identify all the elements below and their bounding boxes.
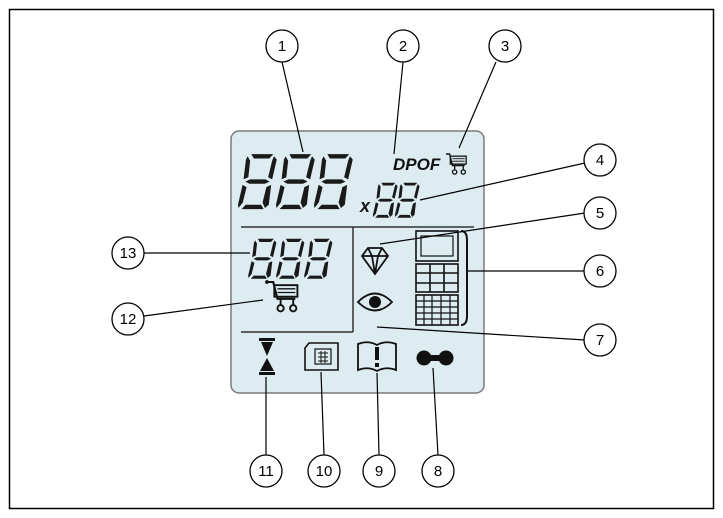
leader-9 <box>376 372 380 456</box>
callout-13-label: 13 <box>120 245 137 262</box>
leader-7 <box>376 326 586 341</box>
memory-card-icon <box>304 342 339 371</box>
callout-11-label: 11 <box>258 463 274 480</box>
callout-13: 13 <box>111 236 145 270</box>
leader-10 <box>320 371 325 456</box>
lcd-panel <box>230 130 485 394</box>
callout-11: 11 <box>249 454 283 488</box>
callout-6: 6 <box>583 254 617 288</box>
callout-3: 3 <box>488 29 522 63</box>
layout-grid-icon <box>415 263 459 293</box>
callout-8-label: 8 <box>434 463 442 480</box>
dpof-indicator: DPOF <box>393 155 441 174</box>
callout-1-label: 1 <box>278 38 286 55</box>
callout-1: 1 <box>265 29 299 63</box>
leader-5 <box>379 212 586 245</box>
callout-5: 5 <box>583 196 617 230</box>
callout-2-label: 2 <box>399 38 407 55</box>
warning-book-icon <box>357 341 397 373</box>
leader-12 <box>143 299 264 317</box>
callout-10-label: 10 <box>316 463 333 480</box>
callout-8: 8 <box>421 454 455 488</box>
leader-1 <box>281 61 304 153</box>
callout-3-label: 3 <box>501 38 509 55</box>
large-cart-icon <box>265 280 299 313</box>
leader-4 <box>419 162 586 201</box>
leader-8 <box>432 367 439 456</box>
layout-index-icon <box>415 294 459 326</box>
leader-lines <box>143 61 586 456</box>
callout-5-label: 5 <box>596 205 604 222</box>
eye-icon <box>356 292 394 312</box>
multiplier-symbol: x <box>359 196 371 216</box>
diamond-icon <box>360 247 390 276</box>
callout-7: 7 <box>583 323 617 357</box>
callout-4: 4 <box>583 143 617 177</box>
callout-6-label: 6 <box>596 263 604 280</box>
callout-12: 12 <box>111 302 145 336</box>
leader-3 <box>458 61 497 149</box>
hourglass-icon <box>259 338 275 375</box>
leader-2 <box>393 61 404 155</box>
layout-single-icon <box>415 230 459 262</box>
callout-12-label: 12 <box>120 311 137 328</box>
callout-4-label: 4 <box>596 152 604 169</box>
callout-7-label: 7 <box>596 332 604 349</box>
callout-9-label: 9 <box>375 463 383 480</box>
callout-2: 2 <box>386 29 420 63</box>
layout-bracket <box>460 230 468 326</box>
callout-9: 9 <box>362 454 396 488</box>
layout-icons <box>415 230 459 326</box>
callout-10: 10 <box>307 454 341 488</box>
link-dots-icon <box>416 350 454 366</box>
